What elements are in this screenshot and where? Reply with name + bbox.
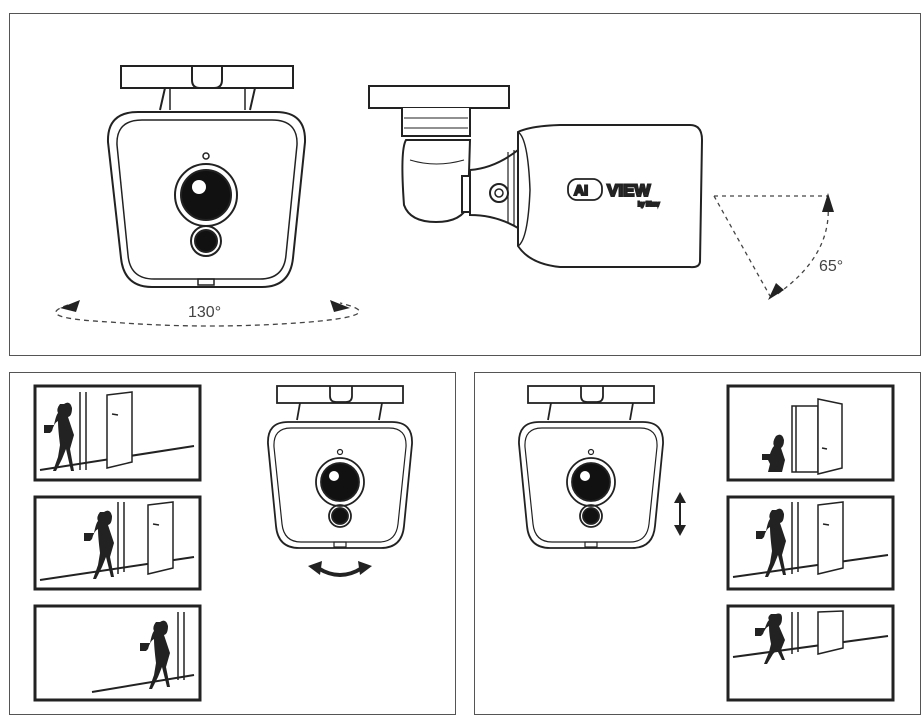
bullet-housing: [517, 124, 704, 269]
ir-sensor: [194, 229, 218, 253]
pan-angle-indicator: 130°: [55, 300, 360, 327]
scene-frame-3: [33, 604, 202, 702]
pan-arrow-right-icon: [330, 300, 350, 312]
tilt-angle-label: 65°: [819, 258, 843, 275]
tilt-scene-frame-3: [726, 604, 895, 702]
pan-arrow-left-icon: [60, 300, 80, 312]
mount-notch: [191, 66, 223, 89]
mount-plate: [120, 65, 294, 89]
pan-angle-label: 130°: [188, 304, 221, 321]
tilt-scenes: [518, 384, 895, 702]
mount-arm: [159, 87, 256, 111]
status-led: [202, 152, 210, 160]
lens-highlight: [192, 180, 206, 194]
curved-double-arrow-icon: [308, 561, 372, 577]
camera-side-view: AI VIEW by Bkav: [368, 85, 704, 269]
lens: [180, 169, 232, 221]
camera-body-inner: [116, 119, 298, 280]
brand-logo-view: VIEW: [607, 181, 651, 200]
brand-logo-ai: AI: [574, 182, 588, 198]
pan-demo-panel: [9, 372, 456, 715]
tilt-angle-indicator: 65°: [713, 193, 843, 300]
vertical-double-arrow-icon: [674, 492, 686, 536]
tilt-scene-frame-1: [726, 384, 895, 482]
brand-logo-sub: by Bkav: [638, 202, 659, 208]
adjust-screw: [489, 183, 509, 203]
camera-front-small-tilt: [518, 385, 664, 549]
tilt-demo-panel: [474, 372, 921, 715]
scene-frame-1: [33, 384, 202, 482]
scene-frame-2: [33, 495, 202, 591]
camera-front-small-pan: [267, 385, 413, 549]
side-mount-plate: [368, 85, 510, 109]
ball-joint: [401, 139, 472, 224]
tilt-arrow-down-icon: [768, 283, 784, 300]
tilt-scene-frame-2: [726, 495, 895, 591]
tilt-arrow-up-icon: [822, 193, 834, 212]
pan-scenes: [33, 384, 413, 702]
brand-logo-box: [567, 178, 603, 201]
ir-sensor-ring: [190, 225, 222, 257]
camera-front-view: [106, 65, 307, 288]
